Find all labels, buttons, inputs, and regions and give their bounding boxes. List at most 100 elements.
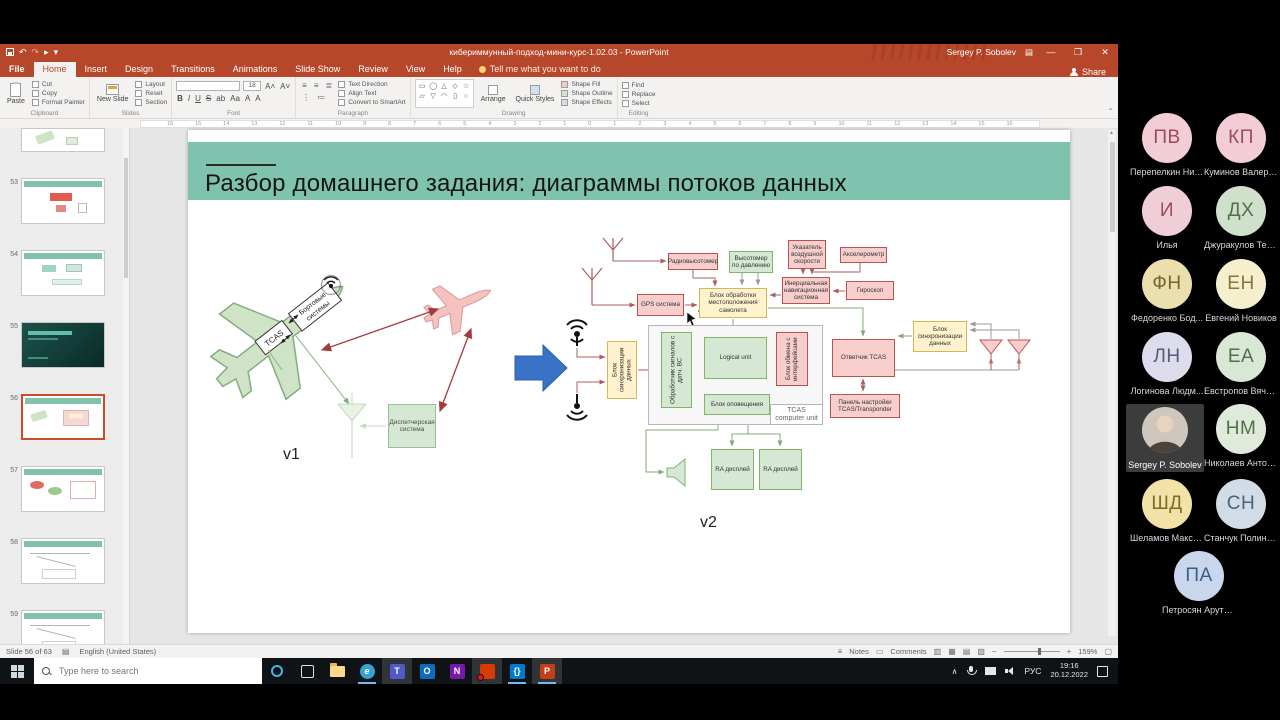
v2-box[interactable]: Блок обработки местоположения самолета xyxy=(699,288,767,318)
v2-box[interactable]: Указатель воздушной скорости xyxy=(788,240,826,269)
paragraph-icon[interactable]: ≡ xyxy=(313,81,319,90)
shape-icon[interactable]: ☆ xyxy=(462,83,470,90)
font-name-box[interactable] xyxy=(176,81,241,91)
tray-expand-icon[interactable]: ∧ xyxy=(951,666,958,676)
qat-dropdown-icon[interactable]: ▾ xyxy=(53,46,59,57)
tab-home[interactable]: Home xyxy=(33,62,76,77)
shape-icon[interactable]: ▱ xyxy=(419,93,425,100)
v2-box[interactable]: Панель настройки TCAS/Transponder xyxy=(830,394,900,418)
zoom-level[interactable]: 159% xyxy=(1078,647,1098,656)
v1-label[interactable]: v1 xyxy=(283,446,300,463)
find-button[interactable]: Find xyxy=(621,82,656,89)
section-button[interactable]: Section xyxy=(135,99,167,106)
font-style-icon[interactable]: A xyxy=(244,94,251,103)
select-button[interactable]: Select xyxy=(621,100,656,107)
v2-label[interactable]: v2 xyxy=(700,514,717,531)
v2-box[interactable]: TCAS computer unit xyxy=(770,404,823,425)
vscode-icon[interactable]: {} xyxy=(502,658,532,684)
slide-title[interactable]: Разбор домашнего задания: диаграммы пото… xyxy=(205,170,847,197)
copy-button[interactable]: Copy xyxy=(31,90,85,97)
paragraph-icon[interactable]: ≡ xyxy=(302,81,307,90)
slide-title-banner[interactable]: Разбор домашнего задания: диаграммы пото… xyxy=(188,142,1070,200)
paragraph-icon[interactable]: ≣ xyxy=(325,81,333,90)
increase-font-icon[interactable]: A˄ xyxy=(265,81,276,91)
microphone-icon[interactable] xyxy=(966,666,978,676)
shape-fill-button[interactable]: Shape Fill xyxy=(561,81,612,88)
start-button[interactable] xyxy=(0,658,34,684)
tab-slide-show[interactable]: Slide Show xyxy=(295,64,341,74)
shape-outline-button[interactable]: Shape Outline xyxy=(561,90,613,97)
transition-arrow[interactable] xyxy=(514,343,568,393)
spellcheck-icon[interactable]: ▤ xyxy=(61,647,70,656)
v2-box[interactable]: Радиовысотомер xyxy=(668,253,718,270)
quick-styles-button[interactable]: Quick Styles xyxy=(513,79,558,108)
app-orange-icon[interactable] xyxy=(472,658,502,684)
zoom-out-icon[interactable]: − xyxy=(991,647,997,656)
slide-thumbnail[interactable] xyxy=(21,128,105,152)
undo-icon[interactable]: ↶ xyxy=(19,46,27,57)
close-button[interactable]: ✕ xyxy=(1101,46,1109,57)
layout-button[interactable]: Layout xyxy=(135,81,167,88)
font-style-icon[interactable]: S xyxy=(205,94,212,103)
replace-button[interactable]: Replace xyxy=(621,91,656,98)
v2-box[interactable]: Обработчик сигналов с датч. ВС xyxy=(661,332,692,408)
convert-smartart-button[interactable]: Convert to SmartArt xyxy=(338,99,406,106)
cut-button[interactable]: Cut xyxy=(31,81,85,88)
redo-icon[interactable]: ↷ xyxy=(31,46,40,57)
edge-icon[interactable]: e xyxy=(352,658,382,684)
tab-view[interactable]: View xyxy=(405,64,426,74)
slide-thumbnail[interactable] xyxy=(21,394,105,440)
v1-tcas-box[interactable]: TCAS xyxy=(254,319,294,356)
slideshow-icon[interactable]: ▸ xyxy=(44,46,49,57)
shape-icon[interactable]: ▽ xyxy=(430,93,436,100)
slideshow-view-icon[interactable]: ▧ xyxy=(977,647,985,656)
canvas-scrollbar[interactable] xyxy=(1108,130,1116,636)
ribbon-display-options-icon[interactable]: ▤ xyxy=(1024,46,1033,57)
v2-box[interactable]: RA дисплей xyxy=(759,449,802,490)
font-style-icon[interactable]: A xyxy=(255,94,261,103)
shape-gallery[interactable]: ▭◯△◇☆▱▽◠▯○ xyxy=(414,79,474,108)
v2-box[interactable]: GPS система xyxy=(637,294,684,316)
slide-thumbnail[interactable] xyxy=(21,610,105,644)
shape-icon[interactable]: ▭ xyxy=(418,83,426,90)
v2-box[interactable]: Высотомер по давлению xyxy=(729,251,773,273)
fit-slide-icon[interactable]: ▢ xyxy=(1104,647,1112,656)
v2-box[interactable]: Блок синхронизации данных xyxy=(913,321,967,352)
font-style-icon[interactable]: I xyxy=(187,94,191,103)
v1-ground-antenna[interactable] xyxy=(336,393,368,458)
thumbnail-scrollbar[interactable] xyxy=(123,128,129,644)
language-switcher[interactable]: РУС xyxy=(1024,666,1042,676)
task-view-icon[interactable] xyxy=(292,658,322,684)
minimize-button[interactable]: — xyxy=(1046,47,1056,57)
teams-icon[interactable]: T xyxy=(382,658,412,684)
tab-insert[interactable]: Insert xyxy=(84,64,108,74)
font-style-icon[interactable]: B xyxy=(177,94,183,103)
notes-button[interactable]: Notes xyxy=(849,647,869,656)
save-icon[interactable] xyxy=(6,48,14,56)
tray-folder-icon[interactable] xyxy=(985,667,997,675)
action-center-icon[interactable] xyxy=(1097,665,1108,677)
new-slide-button[interactable]: New Slide xyxy=(94,79,132,108)
text-direction-button[interactable]: Text Direction xyxy=(338,81,405,88)
shape-icon[interactable]: ◇ xyxy=(452,83,458,90)
arrange-button[interactable]: Arrange xyxy=(478,79,509,108)
v2-box[interactable]: Блок оповещения xyxy=(704,394,770,415)
normal-view-icon[interactable]: ▥ xyxy=(933,647,942,656)
shape-icon[interactable]: ▯ xyxy=(453,93,458,100)
onenote-icon[interactable]: N xyxy=(442,658,472,684)
slide-sorter-icon[interactable]: ▦ xyxy=(948,647,956,656)
v1-onboard-box[interactable]: Бортовые системы xyxy=(287,282,343,332)
v2-box[interactable]: Блок обмена с интерфейсами xyxy=(776,332,808,386)
v2-box[interactable]: Гироскоп xyxy=(846,281,894,300)
v2-box[interactable]: Ответчик TCAS xyxy=(832,339,895,377)
reading-view-icon[interactable]: ▤ xyxy=(962,647,971,656)
